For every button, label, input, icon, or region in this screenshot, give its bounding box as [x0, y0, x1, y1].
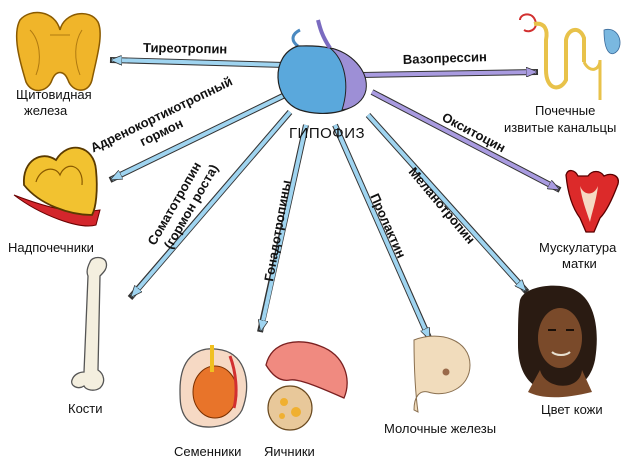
breast-image — [413, 335, 471, 413]
hormone-melanotropin: Меланотропин — [406, 164, 479, 246]
center-label: ГИПОФИЗ — [289, 125, 365, 142]
target-adrenal: Надпочечники — [8, 240, 94, 255]
arrows — [108, 60, 562, 342]
ovaries-image — [265, 341, 348, 431]
hormone-tsh: Тиреотропин — [143, 40, 227, 56]
adrenal-image — [13, 146, 101, 227]
target-uterus-line2: матки — [562, 256, 597, 271]
target-ovaries: Яичники — [264, 444, 315, 459]
pituitary-gland — [277, 19, 367, 114]
target-thyroid-line2: железа — [24, 103, 68, 118]
hormone-acth-line1: Адренокортикотропный — [88, 73, 235, 155]
testes-image — [179, 345, 248, 428]
target-uterus-line1: Мускулатура — [539, 240, 617, 255]
skin-image — [518, 285, 597, 398]
target-skin: Цвет кожи — [541, 402, 603, 417]
target-kidney-line2: извитые канальцы — [504, 120, 616, 135]
hormone-vasopressin: Вазопрессин — [403, 49, 487, 67]
target-kidney-line1: Почечные — [535, 103, 595, 118]
hormone-gonadotropins: Гонадотропины — [261, 179, 294, 283]
target-thyroid-line1: Щитовидная — [16, 87, 92, 102]
kidney-image — [519, 13, 621, 100]
bone-image — [71, 256, 108, 391]
target-breast: Молочные железы — [384, 421, 496, 436]
target-testes: Семенники — [174, 444, 241, 459]
target-bone: Кости — [68, 401, 103, 416]
uterus-image — [565, 169, 619, 233]
thyroid-image — [15, 11, 101, 92]
